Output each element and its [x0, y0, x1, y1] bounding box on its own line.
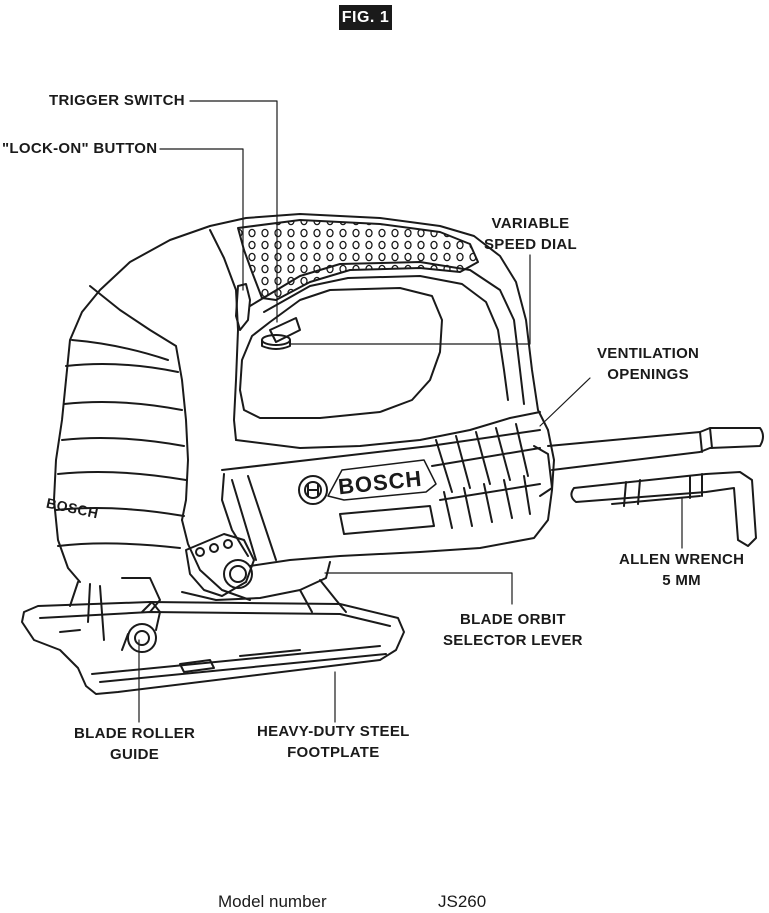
label-lock-on-button: "LOCK-ON" BUTTON — [2, 140, 158, 157]
grip-texture — [237, 219, 479, 301]
model-number-value: JS260 — [438, 892, 487, 911]
label-heavy-duty-steel-footplate: HEAVY-DUTY STEEL FOOTPLATE — [257, 723, 410, 761]
lower-housing — [69, 561, 347, 641]
bosch-logo — [298, 475, 328, 505]
ventilation-openings — [431, 423, 553, 529]
footplate — [21, 601, 405, 695]
model-number-label: Model number — [218, 892, 327, 911]
figure-badge: FIG. 1 — [339, 5, 392, 30]
label-variable-speed-dial: VARIABLE SPEED DIAL — [484, 215, 578, 253]
power-cord — [547, 427, 764, 471]
label-ventilation-openings: VENTILATION OPENINGS — [597, 345, 700, 383]
orbit-selector-lever — [185, 533, 255, 597]
label-allen-wrench: ALLEN WRENCH 5 MM — [619, 551, 745, 589]
label-trigger-switch: TRIGGER SWITCH — [49, 92, 185, 109]
label-blade-orbit-selector-lever: BLADE ORBIT SELECTOR LEVER — [443, 611, 583, 649]
leader-lines — [138, 100, 683, 723]
blade-roller-guide — [121, 601, 161, 653]
label-blade-roller-guide: BLADE ROLLER GUIDE — [74, 725, 196, 763]
logo-plate — [327, 459, 437, 501]
allen-wrench — [570, 471, 757, 547]
jigsaw-body — [53, 213, 555, 601]
label-plate — [339, 505, 435, 535]
